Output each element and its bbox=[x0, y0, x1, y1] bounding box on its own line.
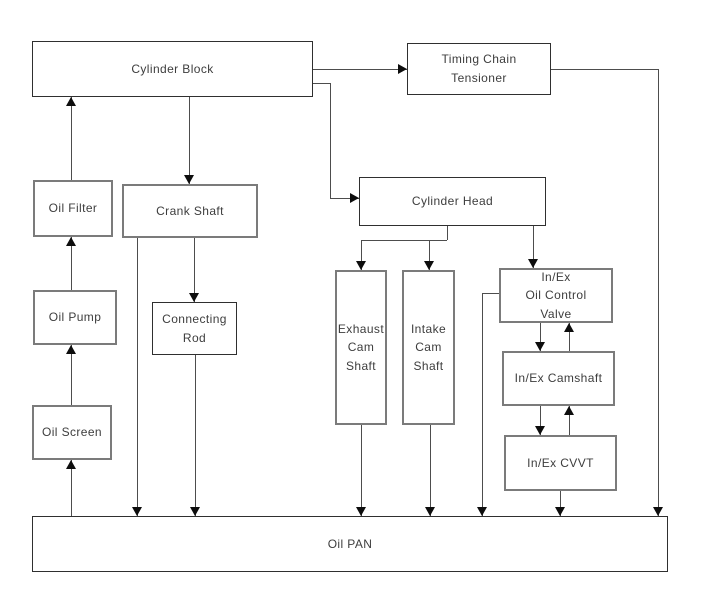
edge-camshaft-to-valve bbox=[569, 323, 570, 351]
connecting-rod-label: Connecting Rod bbox=[162, 311, 227, 345]
edge-cylinder-block-to-cylinder-head bbox=[313, 83, 331, 84]
arrowhead-right-icon bbox=[350, 193, 359, 203]
edge-cylinder-head-to-cam-shafts bbox=[361, 240, 447, 241]
arrowhead-down-icon bbox=[189, 293, 199, 302]
crank-shaft-box: Crank Shaft bbox=[122, 184, 258, 238]
connecting-rod-box: Connecting Rod bbox=[152, 302, 237, 355]
oil-screen-label: Oil Screen bbox=[41, 425, 103, 440]
intake-cam-shaft-label: Intake Cam Shaft bbox=[410, 321, 447, 373]
crank-shaft-label: Crank Shaft bbox=[156, 203, 224, 218]
in-ex-cvvt-box: In/Ex CVVT bbox=[504, 435, 617, 491]
arrowhead-down-icon bbox=[535, 426, 545, 435]
edge-oil-pan-to-oil-screen bbox=[71, 460, 72, 516]
arrowhead-up-icon bbox=[66, 345, 76, 354]
arrowhead-down-icon bbox=[356, 507, 366, 516]
arrowhead-down-icon bbox=[190, 507, 200, 516]
arrowhead-up-icon bbox=[66, 237, 76, 246]
edge-cylinder-block-to-cylinder-head bbox=[330, 198, 359, 199]
in-ex-camshaft-label: In/Ex Camshaft bbox=[514, 371, 603, 386]
cylinder-block-label: Cylinder Block bbox=[131, 61, 214, 76]
arrowhead-down-icon bbox=[132, 507, 142, 516]
edge-cylinder-head-to-oil-control-valve bbox=[533, 226, 534, 268]
arrowhead-up-icon bbox=[66, 460, 76, 469]
oil-pan-label: Oil PAN bbox=[327, 536, 373, 551]
oil-filter-box: Oil Filter bbox=[33, 180, 113, 237]
oil-pump-label: Oil Pump bbox=[48, 310, 102, 325]
edge-crank-shaft-to-oil-pan bbox=[137, 238, 138, 516]
oil-pan-box: Oil PAN bbox=[32, 516, 668, 572]
edge-camshaft-to-cvvt bbox=[540, 406, 541, 435]
arrowhead-up-icon bbox=[564, 406, 574, 415]
edge-intake-cam-shaft-to-oil-pan bbox=[430, 425, 431, 516]
edge-cylinder-block-to-tensioner bbox=[313, 69, 407, 70]
edge-exhaust-cam-shaft-to-oil-pan bbox=[361, 425, 362, 516]
edge-cylinder-head-to-intake-cam-shaft bbox=[429, 240, 430, 270]
edge-tensioner-to-oil-pan bbox=[551, 69, 658, 70]
arrowhead-right-icon bbox=[398, 64, 407, 74]
exhaust-cam-shaft-label: Exhaust Cam Shaft bbox=[337, 321, 385, 373]
edge-cylinder-block-to-crank-shaft bbox=[189, 97, 190, 184]
arrowhead-down-icon bbox=[184, 175, 194, 184]
edge-cylinder-block-to-cylinder-head bbox=[330, 83, 331, 199]
cylinder-block-box: Cylinder Block bbox=[32, 41, 313, 97]
timing-chain-tensioner-label: Timing Chain Tensioner bbox=[441, 52, 517, 85]
in-ex-camshaft-box: In/Ex Camshaft bbox=[502, 351, 615, 406]
edge-connecting-rod-to-oil-pan bbox=[195, 355, 196, 516]
arrowhead-down-icon bbox=[356, 261, 366, 270]
oil-screen-box: Oil Screen bbox=[32, 405, 112, 460]
edge-cylinder-head-to-exhaust-cam-shaft bbox=[361, 240, 362, 270]
edge-oil-filter-to-cylinder-block bbox=[71, 97, 72, 180]
edge-tensioner-to-oil-pan bbox=[658, 69, 659, 516]
arrowhead-down-icon bbox=[653, 507, 663, 516]
oil-pump-box: Oil Pump bbox=[33, 290, 117, 345]
arrowhead-up-icon bbox=[564, 323, 574, 332]
edge-crank-shaft-to-connecting-rod bbox=[194, 238, 195, 302]
timing-chain-tensioner-box: Timing Chain Tensioner bbox=[407, 43, 551, 95]
edge-oil-screen-to-oil-pump bbox=[71, 345, 72, 405]
arrowhead-down-icon bbox=[528, 259, 538, 268]
edge-cvvt-to-oil-pan bbox=[560, 491, 561, 516]
arrowhead-down-icon bbox=[425, 507, 435, 516]
cylinder-head-label: Cylinder Head bbox=[411, 194, 494, 209]
arrowhead-down-icon bbox=[555, 507, 565, 516]
arrowhead-down-icon bbox=[424, 261, 434, 270]
cylinder-head-box: Cylinder Head bbox=[359, 177, 546, 226]
edge-valve-to-oil-pan bbox=[482, 293, 499, 294]
arrowhead-down-icon bbox=[477, 507, 487, 516]
edge-cylinder-head-to-cam-shafts bbox=[447, 226, 448, 240]
intake-cam-shaft-box: Intake Cam Shaft bbox=[402, 270, 455, 425]
arrowhead-down-icon bbox=[535, 342, 545, 351]
in-ex-oil-control-valve-box: In/Ex Oil Control Valve bbox=[499, 268, 613, 323]
arrowhead-up-icon bbox=[66, 97, 76, 106]
in-ex-cvvt-label: In/Ex CVVT bbox=[527, 455, 594, 470]
edge-valve-to-camshaft bbox=[540, 323, 541, 351]
edge-cvvt-to-camshaft bbox=[569, 406, 570, 435]
in-ex-oil-control-valve-label: In/Ex Oil Control Valve bbox=[525, 269, 587, 321]
edge-oil-pump-to-oil-filter bbox=[71, 237, 72, 290]
edge-valve-to-oil-pan bbox=[482, 293, 483, 516]
exhaust-cam-shaft-box: Exhaust Cam Shaft bbox=[335, 270, 387, 425]
oil-filter-label: Oil Filter bbox=[48, 201, 98, 216]
